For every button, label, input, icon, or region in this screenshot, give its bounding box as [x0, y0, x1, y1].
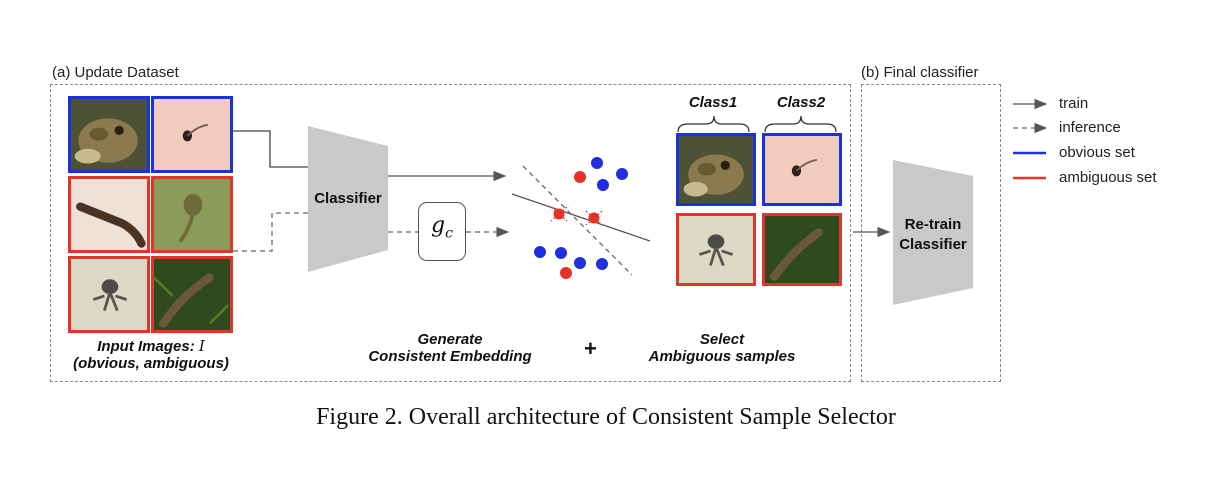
blue-point: [534, 246, 546, 258]
classifier-shape: [308, 126, 388, 272]
blue-point: [591, 157, 603, 169]
input-images-subtitle: (obvious, ambiguous): [73, 355, 229, 372]
selected-image-froglet-water: [676, 213, 756, 286]
blue-point: [616, 168, 628, 180]
blue-point: [574, 257, 586, 269]
input-image-newt: [68, 176, 150, 253]
generate-label: Generate Consistent Embedding: [345, 331, 555, 365]
gc-box: [418, 202, 466, 261]
selected-image-frog: [676, 133, 756, 206]
input-image-froglet-grass: [151, 256, 233, 333]
input-image-froglet-water: [68, 256, 150, 333]
ambiguous-marked-point: [585, 210, 603, 226]
train-boundary-line: [511, 193, 651, 242]
embedding-points: [534, 157, 628, 279]
plus-sign: +: [584, 336, 597, 361]
retrain-label: Re-train Classifier: [893, 215, 973, 255]
input-image-frog: [68, 96, 150, 173]
class1-brace: [677, 115, 750, 133]
retrain-line1: Re-train: [904, 216, 962, 233]
select-label: Select Ambiguous samples: [632, 331, 812, 365]
update-dataset-title: (a) Update Dataset: [52, 64, 179, 81]
select-line1: Select: [699, 331, 745, 348]
final-classifier-title: (b) Final classifier: [861, 64, 979, 81]
train-line-in: [233, 130, 308, 168]
blue-point: [555, 247, 567, 259]
classifier-label: Classifier: [314, 190, 382, 207]
red-point: [574, 171, 586, 183]
retrain-line2: Classifier: [899, 236, 967, 253]
inference-line-in: [233, 212, 308, 252]
input-images-symbol: I: [198, 337, 205, 355]
selected-image-froglet-grass: [762, 213, 842, 286]
class1-label: Class1: [688, 94, 738, 111]
figure-caption: Figure 2. Overall architecture of Consis…: [316, 404, 896, 430]
final-classifier-panel: [861, 84, 1001, 382]
generate-line1: Generate: [417, 331, 483, 348]
input-images-label: Input Images: I (obvious, ambiguous): [56, 337, 246, 372]
blue-point: [597, 179, 609, 191]
generate-line2: Consistent Embedding: [368, 348, 532, 365]
select-line2: Ambiguous samples: [648, 348, 796, 365]
class2-brace: [764, 115, 837, 133]
legend-train-label: train: [1059, 95, 1089, 112]
input-images-prefix: Input Images:: [97, 338, 199, 355]
input-image-tadpole-hand: [151, 96, 233, 173]
legend-ambiguous-label: ambiguous set: [1059, 169, 1157, 186]
ambiguous-marked-point: [550, 206, 568, 222]
inference-boundary-line: [522, 165, 633, 276]
gc-label: gc: [431, 213, 453, 241]
update-dataset-panel: [50, 84, 851, 382]
blue-point: [596, 258, 608, 270]
legend-inference-label: inference: [1059, 119, 1121, 136]
gc-base: g: [431, 213, 446, 238]
selected-image-tadpole-hand: [762, 133, 842, 206]
class2-label: Class2: [776, 94, 826, 111]
legend-obvious-label: obvious set: [1059, 144, 1135, 161]
retrain-classifier-shape: [893, 160, 973, 305]
input-image-tadpole-legs: [151, 176, 233, 253]
red-point: [560, 267, 572, 279]
gc-sub: c: [445, 225, 453, 242]
